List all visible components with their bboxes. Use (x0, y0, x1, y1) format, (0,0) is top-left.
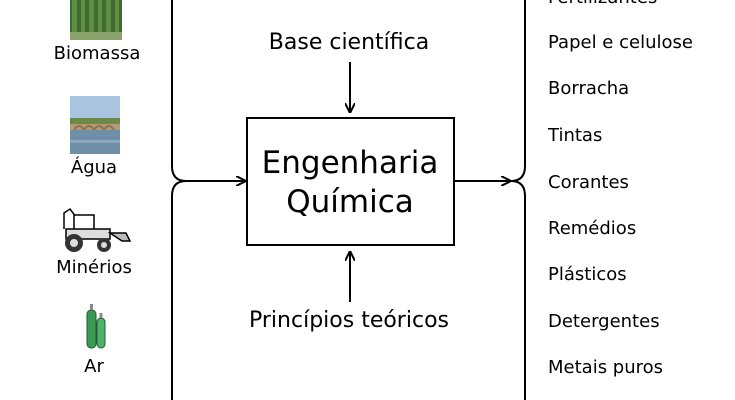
top-input-label: Base científica (268, 30, 430, 55)
product-item: Remédios (548, 218, 637, 239)
river-bridge-icon (70, 96, 120, 154)
product-item: Corantes (548, 172, 629, 193)
left-brace (171, 0, 187, 400)
input-label-agua: Água (70, 157, 118, 178)
center-title-line1: Engenharia (261, 145, 439, 181)
center-title-line2: Química (286, 184, 414, 220)
right-brace (510, 0, 526, 400)
central-box (246, 117, 455, 246)
product-item: Fertilizantes (548, 0, 657, 8)
product-item: Borracha (548, 78, 630, 99)
backhoe-loader-icon (63, 207, 132, 252)
product-item: Plásticos (548, 264, 627, 285)
forest-icon (70, 0, 122, 40)
product-item: Detergentes (548, 311, 660, 332)
input-label-ar: Ar (84, 356, 104, 377)
product-item: Papel e celulose (548, 32, 693, 53)
input-label-minerios: Minérios (56, 257, 132, 278)
gas-cylinders-icon (86, 304, 106, 349)
product-item: Metais puros (548, 357, 664, 378)
input-label-biomassa: Biomassa (53, 43, 141, 64)
bottom-input-label: Princípios teóricos (249, 308, 449, 333)
product-item: Tintas (548, 125, 603, 146)
